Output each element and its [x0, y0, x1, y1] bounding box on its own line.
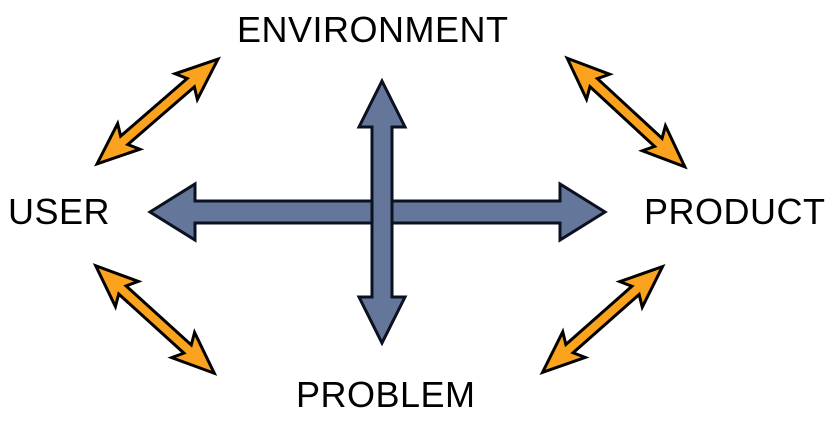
label-product: PRODUCT	[644, 191, 826, 232]
environment-product-double-arrow-icon	[554, 44, 698, 181]
cross-arrows-group	[147, 77, 608, 347]
vertical-double-arrow-icon	[356, 77, 408, 347]
label-user: USER	[8, 191, 111, 232]
label-environment: ENVIRONMENT	[237, 9, 509, 50]
user-environment-double-arrow-icon	[84, 44, 231, 179]
user-problem-double-arrow-icon	[82, 251, 228, 388]
problem-product-double-arrow-icon	[529, 252, 676, 387]
label-problem: PROBLEM	[296, 374, 476, 415]
